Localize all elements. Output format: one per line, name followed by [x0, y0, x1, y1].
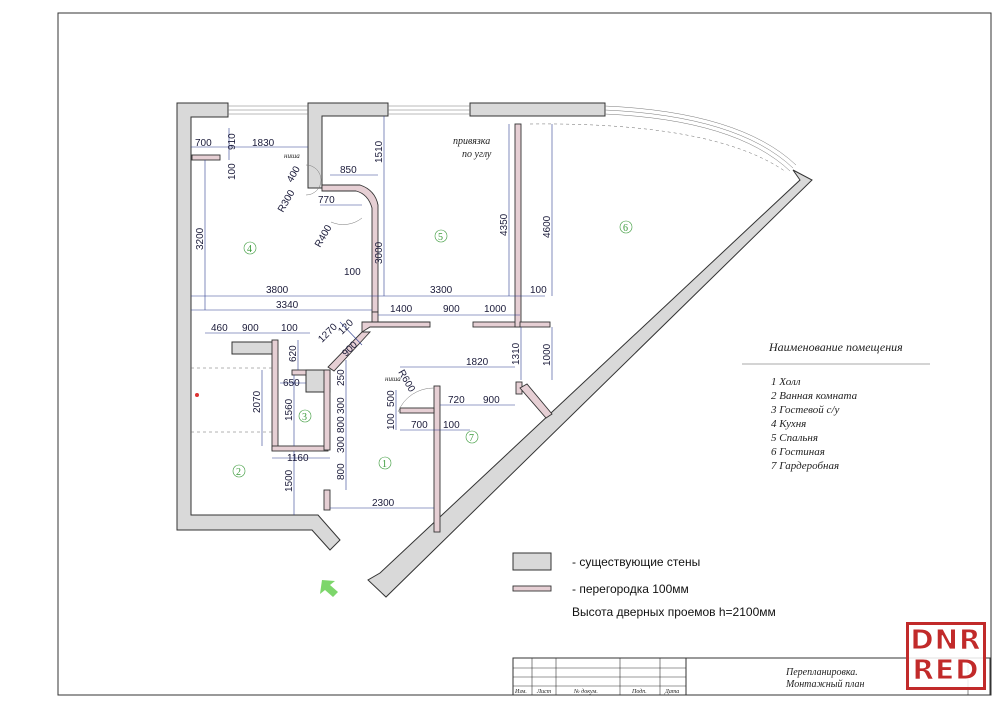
dim-label: 3300 [430, 285, 453, 296]
legend-existing-label: - существующие стены [572, 555, 700, 569]
anchor-note: привязка [453, 136, 490, 147]
sheet-title: Перепланировка. [785, 667, 858, 678]
room-list-item: 6 Гостиная [771, 446, 825, 458]
plan-notes: ниша ниша привязка по углу [284, 136, 492, 383]
room-list-item: 7 Гардеробная [771, 460, 839, 472]
dim-label: 900 [483, 395, 500, 406]
dim-label: 100 [227, 163, 238, 180]
dim-label: 500 [386, 390, 397, 407]
dim-label: 800 [336, 463, 347, 480]
title-block-header: Дата [664, 689, 679, 695]
dim-label: 4350 [499, 213, 510, 236]
dim-label: 4600 [542, 215, 553, 238]
watermark-logo: DNR RED [906, 622, 986, 690]
dim-label: 120 [336, 317, 356, 337]
room-list-item: 2 Ванная комната [771, 390, 858, 402]
legend-partition-label: - перегородка 100мм [572, 582, 689, 596]
dim-label: 2300 [372, 498, 395, 509]
dim-label: 770 [318, 195, 335, 206]
dim-label: 1400 [390, 304, 413, 315]
dim-label: 1510 [374, 140, 385, 163]
door-height-note: Высота дверных проемов h=2100мм [572, 605, 776, 619]
room-list-item: 4 Кухня [771, 418, 806, 430]
dim-label: 1820 [466, 357, 489, 368]
door-arcs [191, 164, 435, 433]
room-list-item: 1 Холл [771, 376, 801, 388]
anchor-note: по углу [462, 149, 492, 160]
dim-label: 1160 [287, 453, 309, 464]
room-number: 6 [623, 223, 628, 234]
room-list-item: 3 Гостевой с/у [770, 404, 839, 416]
dim-label: 700 [411, 420, 428, 431]
dimension-labels: 700 910 1830 100 3200 R300 400 850 770 R… [195, 133, 553, 509]
room-number: 4 [247, 244, 252, 255]
dim-label: 300 [336, 397, 347, 414]
dim-label: 800 [336, 416, 347, 433]
dim-label: 1270 [316, 321, 340, 345]
partitions [191, 123, 553, 533]
dim-label: 700 [195, 138, 212, 149]
dim-label: 100 [281, 323, 298, 334]
legend-partition-swatch [512, 585, 552, 592]
title-block-header: Подп. [631, 688, 647, 695]
room-list-item: 5 Спальня [771, 432, 818, 444]
dim-label: 1310 [511, 342, 522, 365]
dim-label: 3200 [195, 227, 206, 250]
dim-label: 100 [344, 267, 361, 278]
room-number: 5 [438, 232, 443, 243]
niche-note: ниша [385, 375, 401, 383]
dim-label: 900 [443, 304, 460, 315]
dim-label: 650 [283, 378, 300, 389]
title-block: Изм. Лист № докум. Подп. Дата Перепланир… [512, 657, 991, 696]
legend: - существующие стены - перегородка 100мм… [512, 552, 776, 619]
dim-label: 1000 [542, 343, 553, 366]
entrance-arrow-icon [320, 580, 338, 597]
watermark-text: RED [912, 653, 980, 686]
windows [228, 105, 797, 173]
dim-label: 720 [448, 395, 465, 406]
title-block-header: № докум. [573, 688, 598, 695]
dim-label: 400 [285, 164, 303, 184]
dimension-lines [191, 116, 553, 515]
dim-label: 2070 [252, 390, 263, 413]
title-block-header: Изм. [514, 689, 527, 695]
title-block-header: Лист [536, 689, 552, 695]
dim-label: 250 [336, 369, 347, 386]
dim-label: 900 [242, 323, 259, 334]
dim-label: 850 [340, 165, 357, 176]
dim-label: 460 [211, 323, 228, 334]
dim-label: 1000 [484, 304, 507, 315]
room-number: 3 [302, 412, 307, 423]
dim-label: R400 [313, 223, 335, 250]
dim-label: 300 [336, 436, 347, 453]
dim-label: R300 [276, 188, 298, 215]
dim-label: 1830 [252, 138, 275, 149]
dim-label: 1500 [284, 469, 295, 492]
dim-label: 100 [386, 413, 397, 430]
room-list-title: Наименование помещения [768, 340, 903, 354]
watermark-text: DNR [910, 623, 982, 656]
legend-existing-swatch [512, 552, 552, 571]
dim-label: 1560 [284, 398, 295, 421]
niche-note: ниша [284, 152, 300, 160]
dim-label: 100 [443, 420, 460, 431]
dim-label: 3000 [374, 241, 385, 264]
dim-label: 910 [227, 133, 238, 150]
dim-label: 620 [288, 345, 299, 362]
dim-label: 3800 [266, 285, 289, 296]
sheet-subtitle: Монтажный план [785, 679, 865, 690]
room-list: Наименование помещения 1 Холл 2 Ванная к… [742, 340, 930, 472]
room-number: 7 [469, 433, 474, 444]
dim-label: 100 [530, 285, 547, 296]
dim-label: 3340 [276, 300, 299, 311]
room-number: 2 [236, 467, 241, 478]
room-number: 1 [382, 459, 387, 470]
room-number-markers: 4 5 6 3 2 1 7 [232, 220, 633, 478]
